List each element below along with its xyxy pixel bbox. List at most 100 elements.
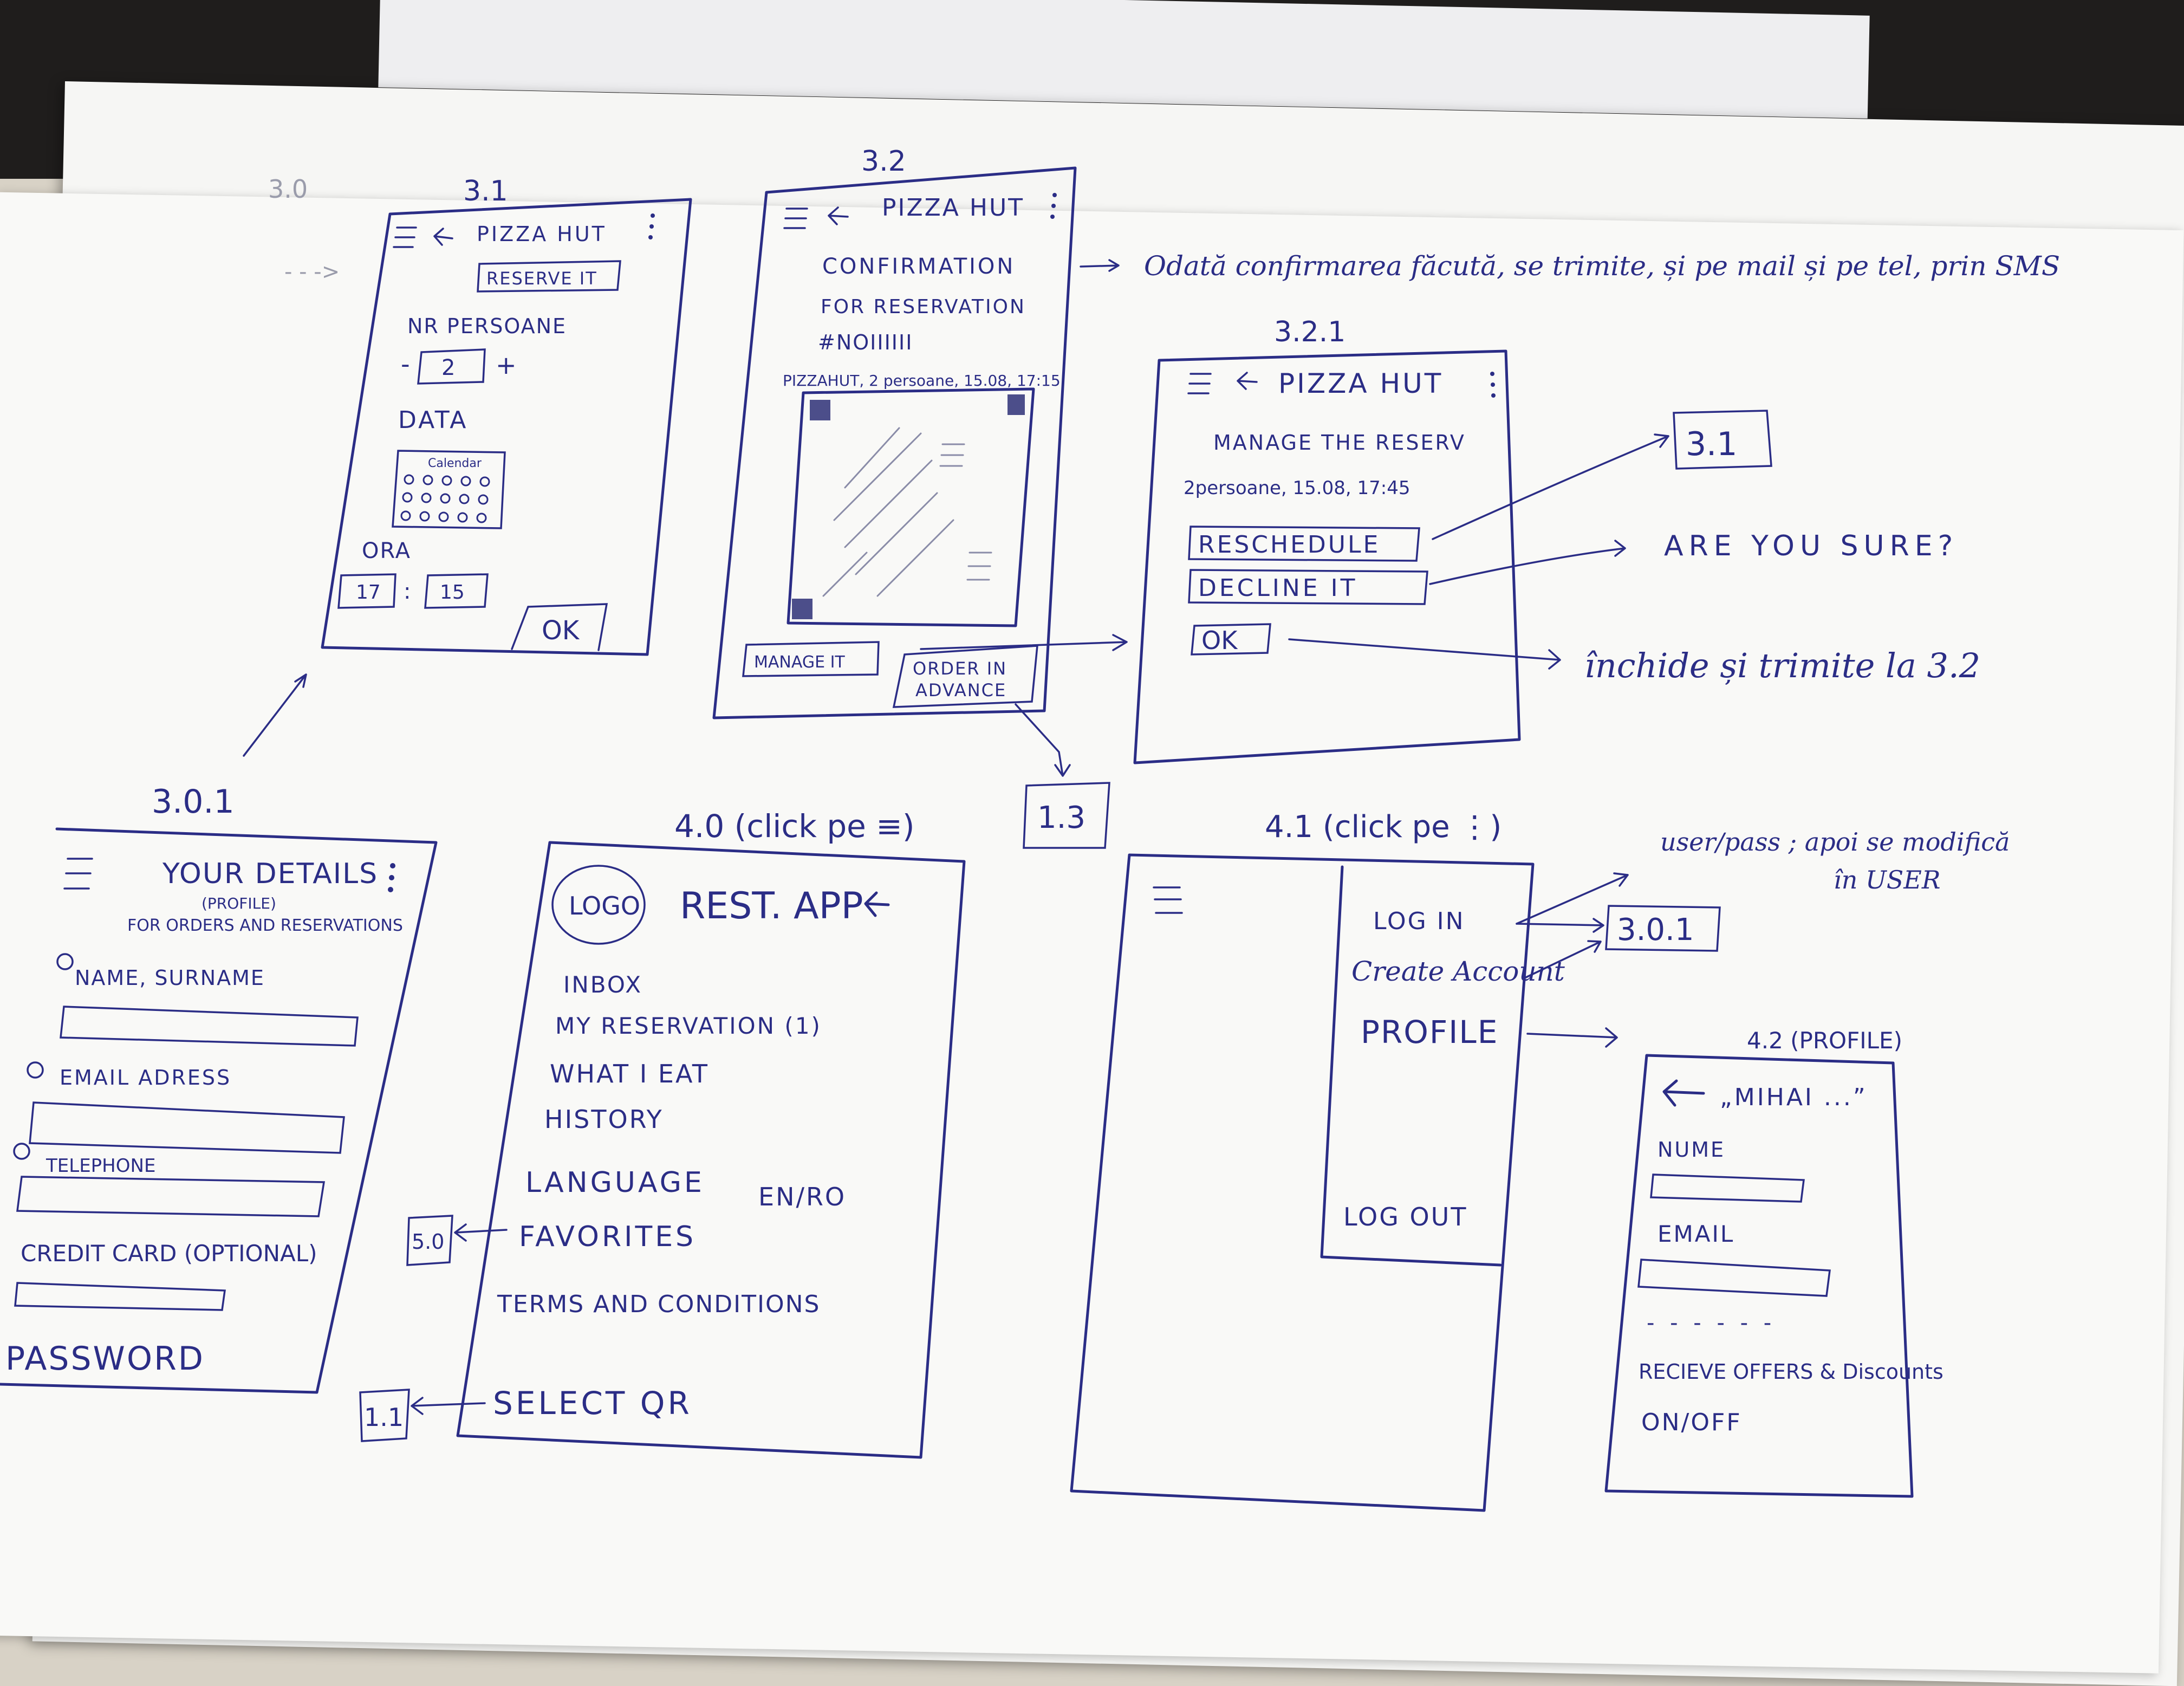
screen-frame — [712, 166, 1077, 719]
back-arrow-icon[interactable] — [864, 891, 890, 917]
reference-label-5-0: 5.0 — [412, 1230, 444, 1254]
flow-arrow-profile-to-4-2 — [1526, 1027, 1618, 1048]
order-in-advance-button[interactable]: ORDER IN ADVANCE — [892, 645, 1038, 708]
back-arrow-icon[interactable] — [1237, 372, 1258, 390]
reference-box-1-3: 1.3 — [1023, 782, 1110, 849]
required-icon — [27, 1061, 44, 1079]
reservation-details: 2persoane, 15.08, 17:45 — [1184, 477, 1410, 499]
email-input[interactable] — [1637, 1259, 1831, 1297]
back-arrow-icon[interactable] — [1662, 1079, 1705, 1107]
persons-value: 2 — [441, 355, 455, 380]
menu-item-log-out[interactable]: LOG OUT — [1343, 1202, 1467, 1231]
placeholder-dashes: - - - - - - — [1647, 1311, 1776, 1335]
reschedule-label: RESCHEDULE — [1198, 531, 1380, 559]
hamburger-icon[interactable] — [1153, 886, 1183, 914]
reserve-it-button[interactable]: RESERVE IT — [477, 260, 621, 293]
menu-item-profile[interactable]: PROFILE — [1361, 1014, 1498, 1050]
menu-item-what-i-eat[interactable]: WHAT I EAT — [550, 1059, 709, 1088]
password-label: PASSWORD — [5, 1340, 205, 1378]
profile-title: „MIHAI ...” — [1720, 1084, 1868, 1111]
more-vert-icon[interactable] — [648, 213, 655, 239]
menu-item-language[interactable]: LANGUAGE — [525, 1166, 705, 1199]
flow-arrow-favorites-to-5-0 — [454, 1223, 508, 1242]
hour-value: 17 — [356, 581, 381, 604]
telephone-input[interactable] — [16, 1176, 326, 1217]
screen-frame — [321, 198, 692, 656]
menu-item-create-account[interactable]: Create Account — [1351, 956, 1565, 987]
credit-card-label: CREDIT CARD (OPTIONAL) — [21, 1240, 317, 1267]
header-title: PIZZA HUT — [477, 222, 607, 246]
hamburger-icon[interactable] — [783, 207, 808, 229]
header-title: PIZZA HUT — [1278, 368, 1443, 399]
reference-label-3-1: 3.1 — [1686, 425, 1737, 463]
back-arrow-icon[interactable] — [828, 206, 849, 225]
flow-arrow-decline — [1429, 540, 1626, 585]
offers-label: RECIEVE OFFERS & Discounts — [1639, 1360, 1943, 1384]
reference-label-1-3: 1.3 — [1037, 800, 1086, 835]
menu-item-select-qr[interactable]: SELECT QR — [493, 1385, 692, 1422]
email-input[interactable] — [29, 1101, 345, 1154]
manage-it-button[interactable]: MANAGE IT — [742, 641, 880, 677]
menu-item-inbox[interactable]: INBOX — [563, 971, 642, 998]
logo-circle: LOGO — [551, 865, 646, 945]
confirmation-code: #NOIIIIII — [818, 330, 913, 354]
hamburger-icon[interactable] — [1187, 373, 1212, 394]
hamburger-icon[interactable] — [393, 226, 417, 248]
screen-4-1: 4.1 (click pe ⋮) LOG IN Create Account P… — [1070, 809, 1565, 1512]
flow-arrow-reschedule-to-3-1 — [1432, 433, 1669, 540]
details-title: YOUR DETAILS — [162, 858, 378, 890]
menu-item-terms[interactable]: TERMS AND CONDITIONS — [497, 1291, 820, 1318]
reschedule-button[interactable]: RESCHEDULE — [1188, 526, 1420, 562]
reference-box-1-1: 1.1 — [359, 1389, 410, 1442]
hamburger-icon[interactable] — [63, 858, 93, 890]
nume-input[interactable] — [1650, 1173, 1805, 1203]
are-you-sure-note: ARE YOU SURE? — [1664, 530, 1958, 562]
header-title: PIZZA HUT — [882, 194, 1024, 222]
name-input[interactable] — [60, 1006, 359, 1047]
screen-frame — [1133, 349, 1521, 764]
more-vert-icon[interactable] — [1490, 372, 1496, 398]
decline-label: DECLINE IT — [1198, 574, 1357, 602]
menu-item-history[interactable]: HISTORY — [544, 1105, 664, 1134]
screen-label-4-1: 4.1 (click pe ⋮) — [1265, 809, 1502, 845]
increment-button[interactable]: + — [496, 351, 517, 380]
flow-arrow-to-1-3 — [1015, 703, 1071, 777]
manage-heading: MANAGE THE RESERV — [1213, 431, 1466, 455]
persons-field[interactable] — [417, 348, 486, 385]
time-label: ORA — [362, 539, 411, 563]
ok-button[interactable]: OK — [511, 603, 608, 651]
screen-frame — [0, 827, 438, 1394]
user-pass-note-line-1: user/pass ; apoi se modifică — [1660, 827, 2010, 857]
email-label: EMAIL ADRESS — [60, 1066, 231, 1090]
screen-frame — [456, 841, 966, 1459]
hour-field[interactable] — [337, 573, 396, 609]
screen-3-0-1: 3.0.1 YOUR DETAILS (PROFILE) FOR ORDERS … — [0, 783, 438, 1394]
ok-button[interactable]: OK — [1191, 623, 1271, 656]
menu-item-log-in[interactable]: LOG IN — [1373, 907, 1465, 935]
back-arrow-icon[interactable] — [433, 228, 453, 246]
reserve-it-label: RESERVE IT — [486, 268, 597, 289]
flow-arrow-3-0-1-to-3-1 — [243, 673, 307, 757]
calendar-widget[interactable]: Calendar — [392, 450, 506, 529]
screen-label-4-0: 4.0 (click pe ≡) — [674, 808, 915, 845]
minute-field[interactable] — [424, 573, 489, 609]
credit-card-input[interactable] — [14, 1282, 226, 1311]
menu-item-favorites[interactable]: FAVORITES — [519, 1221, 696, 1253]
ok-label: OK — [542, 615, 580, 646]
calendar-label: Calendar — [428, 457, 482, 470]
decline-button[interactable]: DECLINE IT — [1188, 569, 1428, 605]
screen-label-3-2-1: 3.2.1 — [1274, 316, 1346, 348]
name-label: NAME, SURNAME — [75, 966, 265, 990]
ok-label: OK — [1201, 626, 1238, 655]
screen-frame — [1070, 853, 1535, 1512]
reference-label-3-0-1: 3.0.1 — [1617, 912, 1694, 948]
more-vert-icon[interactable] — [1050, 193, 1057, 219]
details-subtitle: (PROFILE) — [202, 894, 276, 912]
more-vert-icon[interactable] — [388, 863, 395, 892]
language-value[interactable]: EN/RO — [758, 1182, 846, 1211]
menu-item-my-reservation[interactable]: MY RESERVATION (1) — [555, 1013, 822, 1039]
decrement-button[interactable]: - — [401, 349, 410, 379]
screen-label-3-0: 3.0 — [268, 174, 308, 204]
date-label: DATA — [398, 406, 468, 434]
offers-toggle[interactable]: ON/OFF — [1641, 1409, 1742, 1436]
